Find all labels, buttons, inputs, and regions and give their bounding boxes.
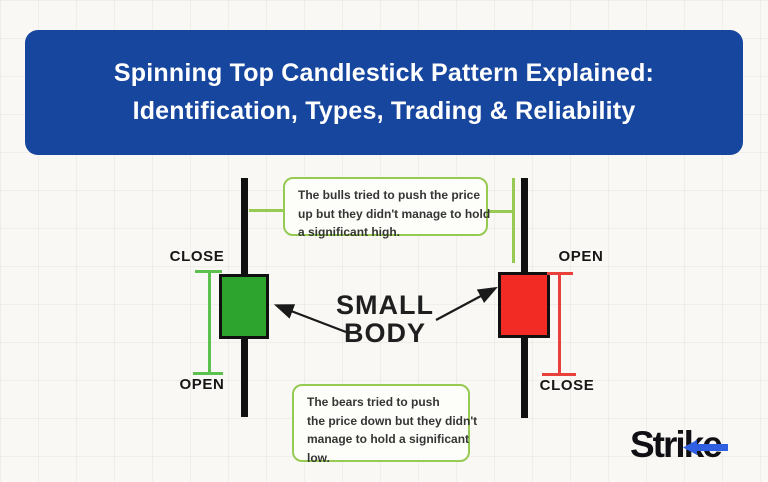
callout-bulls-line-2: up but they didn't manage to hold <box>298 206 491 221</box>
bearish-range-top-tick <box>547 272 573 275</box>
callout-bulls: The bulls tried to push the price up but… <box>283 177 491 239</box>
upper-shadow-marker-line <box>512 178 515 263</box>
title-banner: Spinning Top Candlestick Pattern Explain… <box>25 30 743 155</box>
arrow-to-bearish-body-icon <box>435 286 498 321</box>
title-line-2: Identification, Types, Trading & Reliabi… <box>132 96 636 125</box>
callout-top-connector-right <box>488 210 512 213</box>
small-body-line-1: SMALL <box>336 290 434 320</box>
callout-bears: The bears tried to push the price down b… <box>292 384 478 465</box>
callout-bears-line-1: The bears tried to push <box>307 395 440 409</box>
title-line-1: Spinning Top Candlestick Pattern Explain… <box>113 59 655 87</box>
callout-bears-line-2: the price down but they didn't <box>307 413 478 428</box>
bullish-open-label: OPEN <box>179 376 225 393</box>
bullish-close-label: CLOSE <box>169 248 225 265</box>
bullish-range-bottom-tick <box>193 372 223 375</box>
bullish-range-top-tick <box>195 270 222 273</box>
strike-logo-arrow-icon <box>683 440 729 455</box>
small-body-line-2: BODY <box>343 318 426 349</box>
bearish-close-label: CLOSE <box>539 377 595 394</box>
callout-bulls-line-1: The bulls tried to push the price <box>298 188 481 202</box>
bearish-range-line <box>558 273 561 375</box>
callout-bears-line-4: low. <box>307 450 330 465</box>
bearish-range-bottom-tick <box>542 373 576 376</box>
strike-logo: Strik e <box>630 424 729 472</box>
bullish-candle-body <box>219 274 269 339</box>
callout-top-connector-left <box>249 209 283 212</box>
bearish-candle-body <box>498 272 550 338</box>
small-body-label: SMALL BODY <box>318 291 452 348</box>
arrow-to-bullish-body-icon <box>273 304 347 334</box>
callout-bulls-line-3: a significant high. <box>298 225 401 240</box>
callout-bears-line-3: manage to hold a significant <box>307 432 470 447</box>
bearish-open-label: OPEN <box>558 248 604 265</box>
bullish-range-line <box>208 272 211 374</box>
